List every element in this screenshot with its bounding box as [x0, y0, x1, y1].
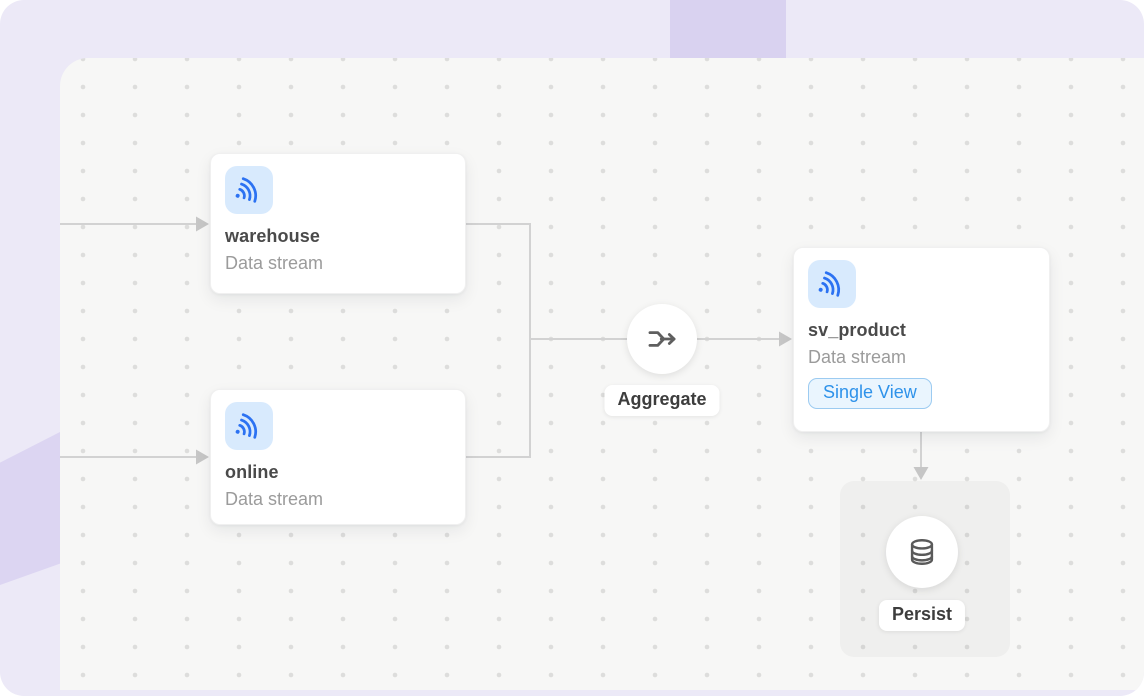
edges-layer: [60, 216, 929, 480]
aggregate-label: Aggregate: [604, 385, 720, 416]
decorative-parallelogram: [0, 432, 60, 585]
node-aggregate[interactable]: [627, 304, 697, 374]
merge-arrow-icon: [645, 322, 679, 356]
stream-icon: [225, 166, 273, 214]
node-persist[interactable]: [886, 516, 958, 588]
database-icon: [905, 535, 939, 569]
single-view-badge: Single View: [808, 378, 932, 409]
pipeline-canvas[interactable]: warehouse Data stream online Data stream: [60, 58, 1144, 690]
edge-svproduct-to-persist: [913, 432, 929, 480]
edge-merge-connector: [466, 223, 628, 458]
decorative-rectangle: [670, 0, 786, 58]
node-online[interactable]: online Data stream: [210, 389, 466, 525]
node-title: sv_product: [808, 320, 907, 340]
stream-icon: [225, 402, 273, 450]
node-title: online: [225, 462, 279, 482]
node-sv-product[interactable]: sv_product Data stream Single View: [793, 247, 1050, 432]
node-warehouse[interactable]: warehouse Data stream: [210, 153, 466, 294]
edge-warehouse-in: [60, 216, 209, 232]
node-type-label: Data stream: [808, 347, 907, 367]
persist-label: Persist: [878, 600, 966, 631]
node-type-label: Data stream: [225, 489, 324, 509]
node-type-label: Data stream: [225, 253, 324, 273]
stream-icon: [808, 260, 856, 308]
edge-online-in: [60, 449, 209, 465]
edge-aggregate-to-svproduct: [697, 331, 792, 347]
node-title: warehouse: [225, 226, 320, 246]
